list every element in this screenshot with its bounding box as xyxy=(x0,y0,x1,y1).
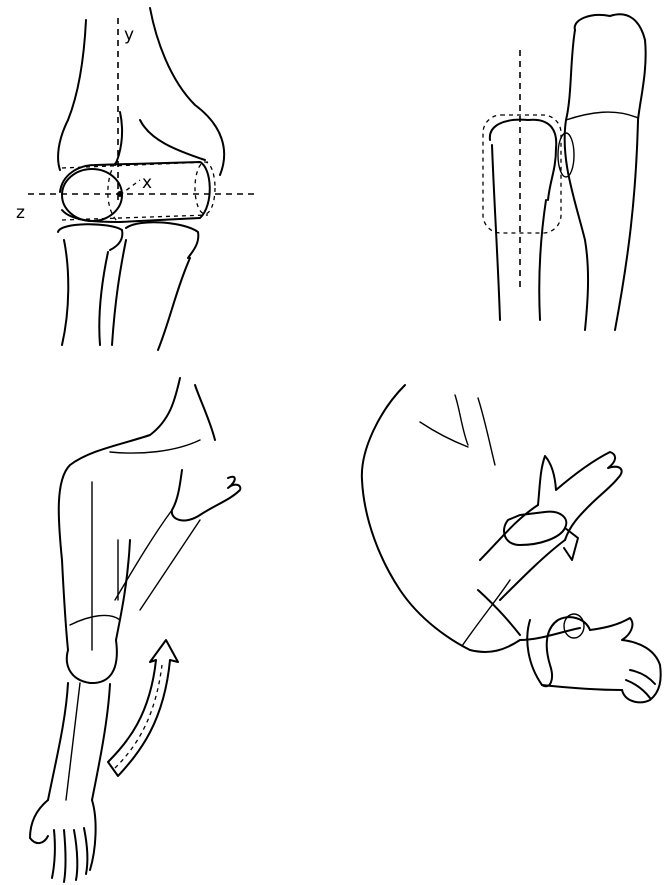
x-axis-line xyxy=(120,180,140,195)
joint-cylinder-end xyxy=(195,162,215,214)
elbow-joint-side-view xyxy=(483,14,646,330)
shoulder-outline xyxy=(59,378,180,560)
radius-shaft xyxy=(62,240,108,345)
curved-arrow-icon xyxy=(108,640,178,776)
y-axis-label: y xyxy=(124,25,134,45)
humerus-outline xyxy=(58,8,224,175)
olecranon-line xyxy=(566,112,638,120)
neck-outline xyxy=(195,385,215,440)
ulna-shaft xyxy=(112,240,190,350)
ulna-outline xyxy=(575,14,646,330)
flexed-shoulder xyxy=(362,385,470,650)
arm-axis-line xyxy=(92,482,118,650)
flexed-collar xyxy=(420,422,468,447)
ulna-head xyxy=(126,222,198,258)
radial-head xyxy=(490,120,556,200)
flexed-elbow xyxy=(470,590,520,652)
elbow-crease xyxy=(70,615,120,625)
arm-contour-line xyxy=(462,580,510,646)
radius-head xyxy=(58,224,122,250)
forearm-axis xyxy=(66,683,80,800)
forearm-outline xyxy=(48,683,110,800)
joint-cylinder-dashed xyxy=(62,162,208,222)
upper-band-arrow xyxy=(564,528,578,560)
humerus-inner-contour xyxy=(115,112,205,165)
z-axis-label: z xyxy=(16,203,25,223)
ulna-front xyxy=(565,30,588,330)
raised-hand xyxy=(172,470,241,520)
x-axis-label: x xyxy=(142,173,152,193)
elbow-joint-front-view: y x z xyxy=(16,8,258,350)
capitulum xyxy=(62,169,122,221)
upper-arm-outline xyxy=(62,540,130,650)
flexed-arm-figure xyxy=(362,385,661,702)
lowered-hand xyxy=(30,800,96,882)
extended-arm-figure xyxy=(30,378,240,882)
axis-origin-dot xyxy=(117,191,123,197)
flexed-raised-hand xyxy=(538,452,622,540)
flexed-neck xyxy=(455,395,495,465)
rotation-band-icon xyxy=(504,512,566,545)
raised-forearm-flexed xyxy=(480,505,565,600)
